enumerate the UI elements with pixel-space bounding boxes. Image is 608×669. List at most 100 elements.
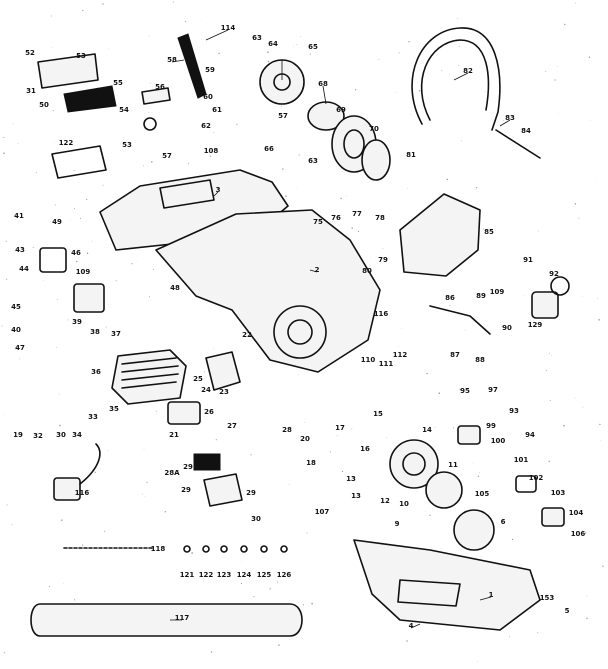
grain-speck (43, 280, 44, 281)
grain-speck (3, 136, 5, 138)
grain-speck (602, 565, 604, 567)
crankshaft (429, 305, 491, 335)
grain-speck (143, 448, 145, 450)
grain-speck (354, 89, 357, 91)
callout-label-58: 58 (167, 56, 177, 64)
handle-bolt (495, 129, 541, 159)
grain-speck (586, 617, 588, 620)
callout-label-15: 15 (373, 410, 383, 418)
grain-speck (351, 428, 353, 430)
knob (143, 117, 157, 131)
grain-speck (452, 427, 454, 429)
callout-label-10: 10 (399, 500, 409, 508)
callout-label-103: 103 (551, 489, 566, 497)
callout-label-121: 121 (180, 571, 195, 579)
diagram-parts (30, 27, 570, 637)
grain-speck (584, 532, 587, 534)
grain-speck (572, 535, 574, 537)
grain-speck (215, 439, 217, 441)
grain-speck (58, 393, 60, 395)
carburetor-gasket (39, 247, 67, 273)
callout-label-46: 46 (71, 249, 81, 257)
grain-speck (296, 44, 298, 46)
grain-speck (35, 172, 37, 174)
grain-speck (477, 475, 480, 478)
grain-speck (410, 113, 412, 115)
grain-speck (281, 105, 282, 107)
oil-pump-body (457, 425, 481, 445)
grain-speck (549, 400, 551, 401)
grain-speck (191, 552, 193, 554)
file-tool (177, 33, 207, 99)
grain-speck (351, 227, 353, 229)
callout-label-125: 125 (257, 571, 272, 579)
callout-label-48: 48 (170, 284, 180, 292)
grain-speck (51, 47, 53, 48)
grain-speck (32, 246, 34, 248)
grain-speck (279, 577, 281, 578)
grain-speck (378, 58, 380, 60)
grain-speck (578, 217, 580, 219)
grain-speck (62, 582, 64, 584)
grain-speck (345, 195, 347, 197)
grain-speck (236, 123, 238, 125)
callout-label-37: 37 (111, 330, 121, 338)
callout-label-105: 105 (475, 490, 490, 498)
callout-label-30: 30 (56, 431, 66, 439)
grain-speck (267, 60, 270, 63)
callout-label-26: 26 (204, 408, 214, 416)
grain-speck (91, 241, 93, 242)
grain-speck (48, 585, 50, 587)
grain-speck (278, 644, 280, 646)
callout-label-49: 49 (52, 218, 62, 226)
grain-speck (336, 435, 338, 437)
callout-label-126: 126 (277, 571, 292, 579)
callout-label-57b: 57 (162, 152, 172, 160)
callout-label-55: 55 (113, 79, 123, 87)
grain-speck (52, 110, 54, 111)
grain-speck (94, 471, 96, 473)
grain-speck (441, 70, 443, 72)
grain-speck (12, 123, 14, 124)
callout-label-44: 44 (19, 265, 29, 273)
grain-speck (6, 278, 8, 280)
grain-speck (484, 90, 486, 92)
grain-speck (143, 165, 145, 167)
callout-label-29c: 29 (246, 489, 256, 497)
grain-speck (309, 53, 311, 55)
grain-speck (11, 524, 13, 526)
handle-bar (411, 27, 501, 131)
callout-label-65: 65 (308, 43, 318, 51)
grain-speck (104, 530, 106, 532)
grain-speck (177, 469, 180, 472)
callout-label-60: 60 (203, 93, 213, 101)
decal-label-black (63, 85, 117, 113)
grain-speck (341, 470, 344, 473)
grain-speck (16, 216, 18, 218)
callout-label-75: 75 (313, 218, 323, 226)
grain-speck (398, 52, 400, 54)
callout-label-53b: 53 (122, 141, 132, 149)
grain-speck (545, 369, 547, 372)
grain-speck (5, 240, 7, 242)
grain-speck (269, 588, 271, 590)
grain-speck (148, 296, 150, 298)
callout-label-29b: 29 (181, 486, 191, 494)
callout-label-101: 101 (514, 456, 529, 464)
grain-speck (406, 640, 408, 642)
callout-label-50: 50 (39, 101, 49, 109)
callout-label-27: 27 (227, 422, 237, 430)
grain-speck (55, 236, 57, 237)
grain-speck (340, 197, 342, 200)
callout-label-29a: 29 (183, 463, 193, 471)
grain-speck (503, 562, 505, 564)
grain-speck (131, 263, 133, 265)
callout-label-124: 124 (237, 571, 252, 579)
callout-label-84: 84 (521, 127, 531, 135)
grain-speck (429, 514, 431, 517)
grain-speck (3, 413, 5, 415)
oil-pump-piston (515, 475, 537, 493)
callout-label-62: 62 (201, 122, 211, 130)
grain-speck (450, 352, 452, 354)
